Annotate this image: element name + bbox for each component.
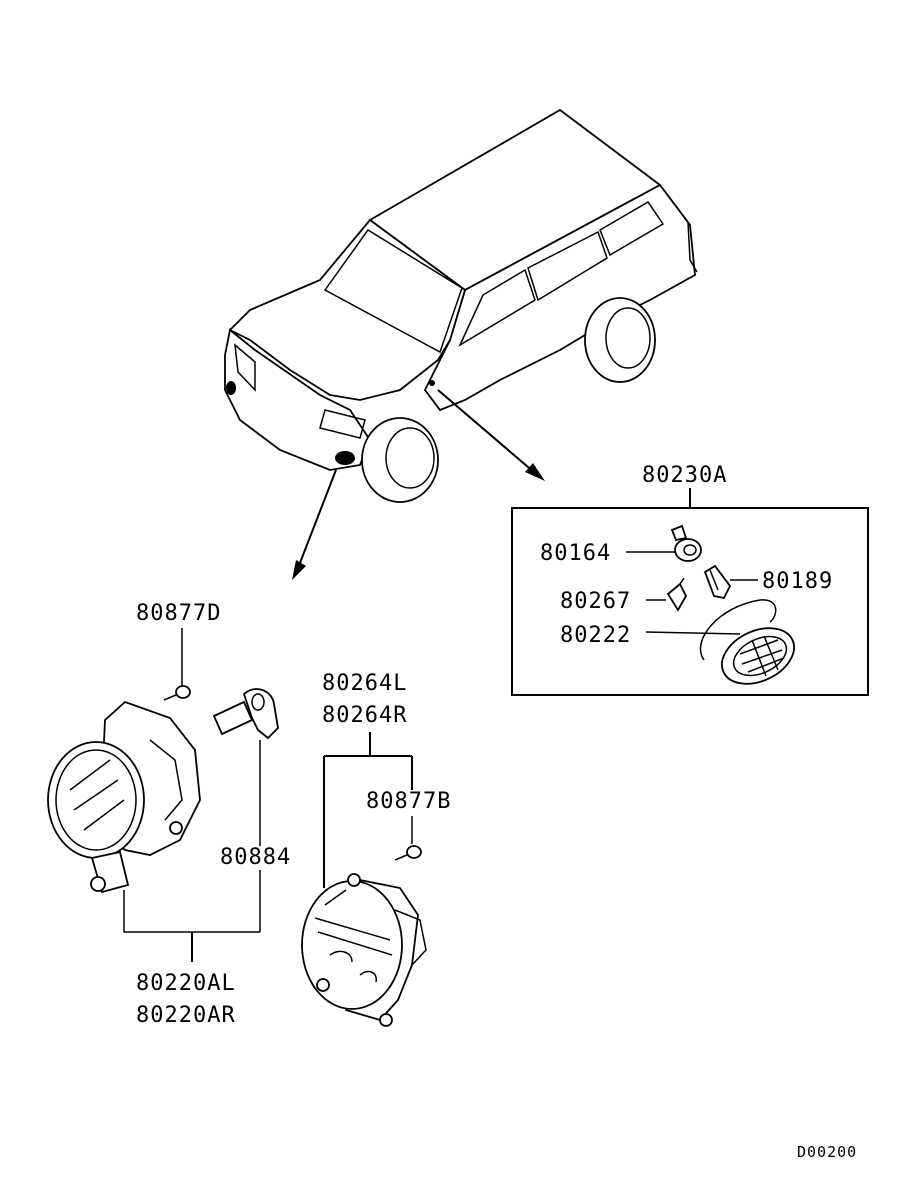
label-80164: 80164 xyxy=(540,541,611,566)
fog-lamp-left-part xyxy=(47,700,201,894)
label-80264R: 80264R xyxy=(322,703,407,728)
bracket-part xyxy=(301,873,427,1027)
clip-part xyxy=(666,577,688,612)
screw-80877D-part xyxy=(163,685,191,701)
label-80877D: 80877D xyxy=(136,601,221,626)
arrow-to-side-marker xyxy=(437,389,545,481)
label-80230A: 80230A xyxy=(642,463,727,488)
fog-lamp-group: 80877D 80884 80220AL 80220AR xyxy=(47,601,291,1028)
label-80189: 80189 xyxy=(762,569,833,594)
fog-bulb-part xyxy=(212,688,279,740)
arrow-to-fog-lamp xyxy=(292,469,337,580)
side-marker-lens-part xyxy=(699,599,795,685)
socket-part xyxy=(670,524,702,562)
label-80884: 80884 xyxy=(220,845,291,870)
side-bulb-part xyxy=(703,564,732,600)
side-marker-box xyxy=(511,507,869,696)
vehicle-illustration xyxy=(224,108,698,503)
diagram-code: D00200 xyxy=(797,1143,857,1161)
label-80264L: 80264L xyxy=(322,671,407,696)
label-80267: 80267 xyxy=(560,589,631,614)
screw-80877B-part xyxy=(394,845,422,861)
bracket-group: 80264L 80264R 80877B xyxy=(301,671,451,1027)
label-80222: 80222 xyxy=(560,623,631,648)
label-80220AR: 80220AR xyxy=(136,1003,236,1028)
label-80220AL: 80220AL xyxy=(136,971,236,996)
side-marker-group: 80230A 80164 80189 80267 80222 xyxy=(511,463,869,696)
label-80877B: 80877B xyxy=(366,789,451,814)
